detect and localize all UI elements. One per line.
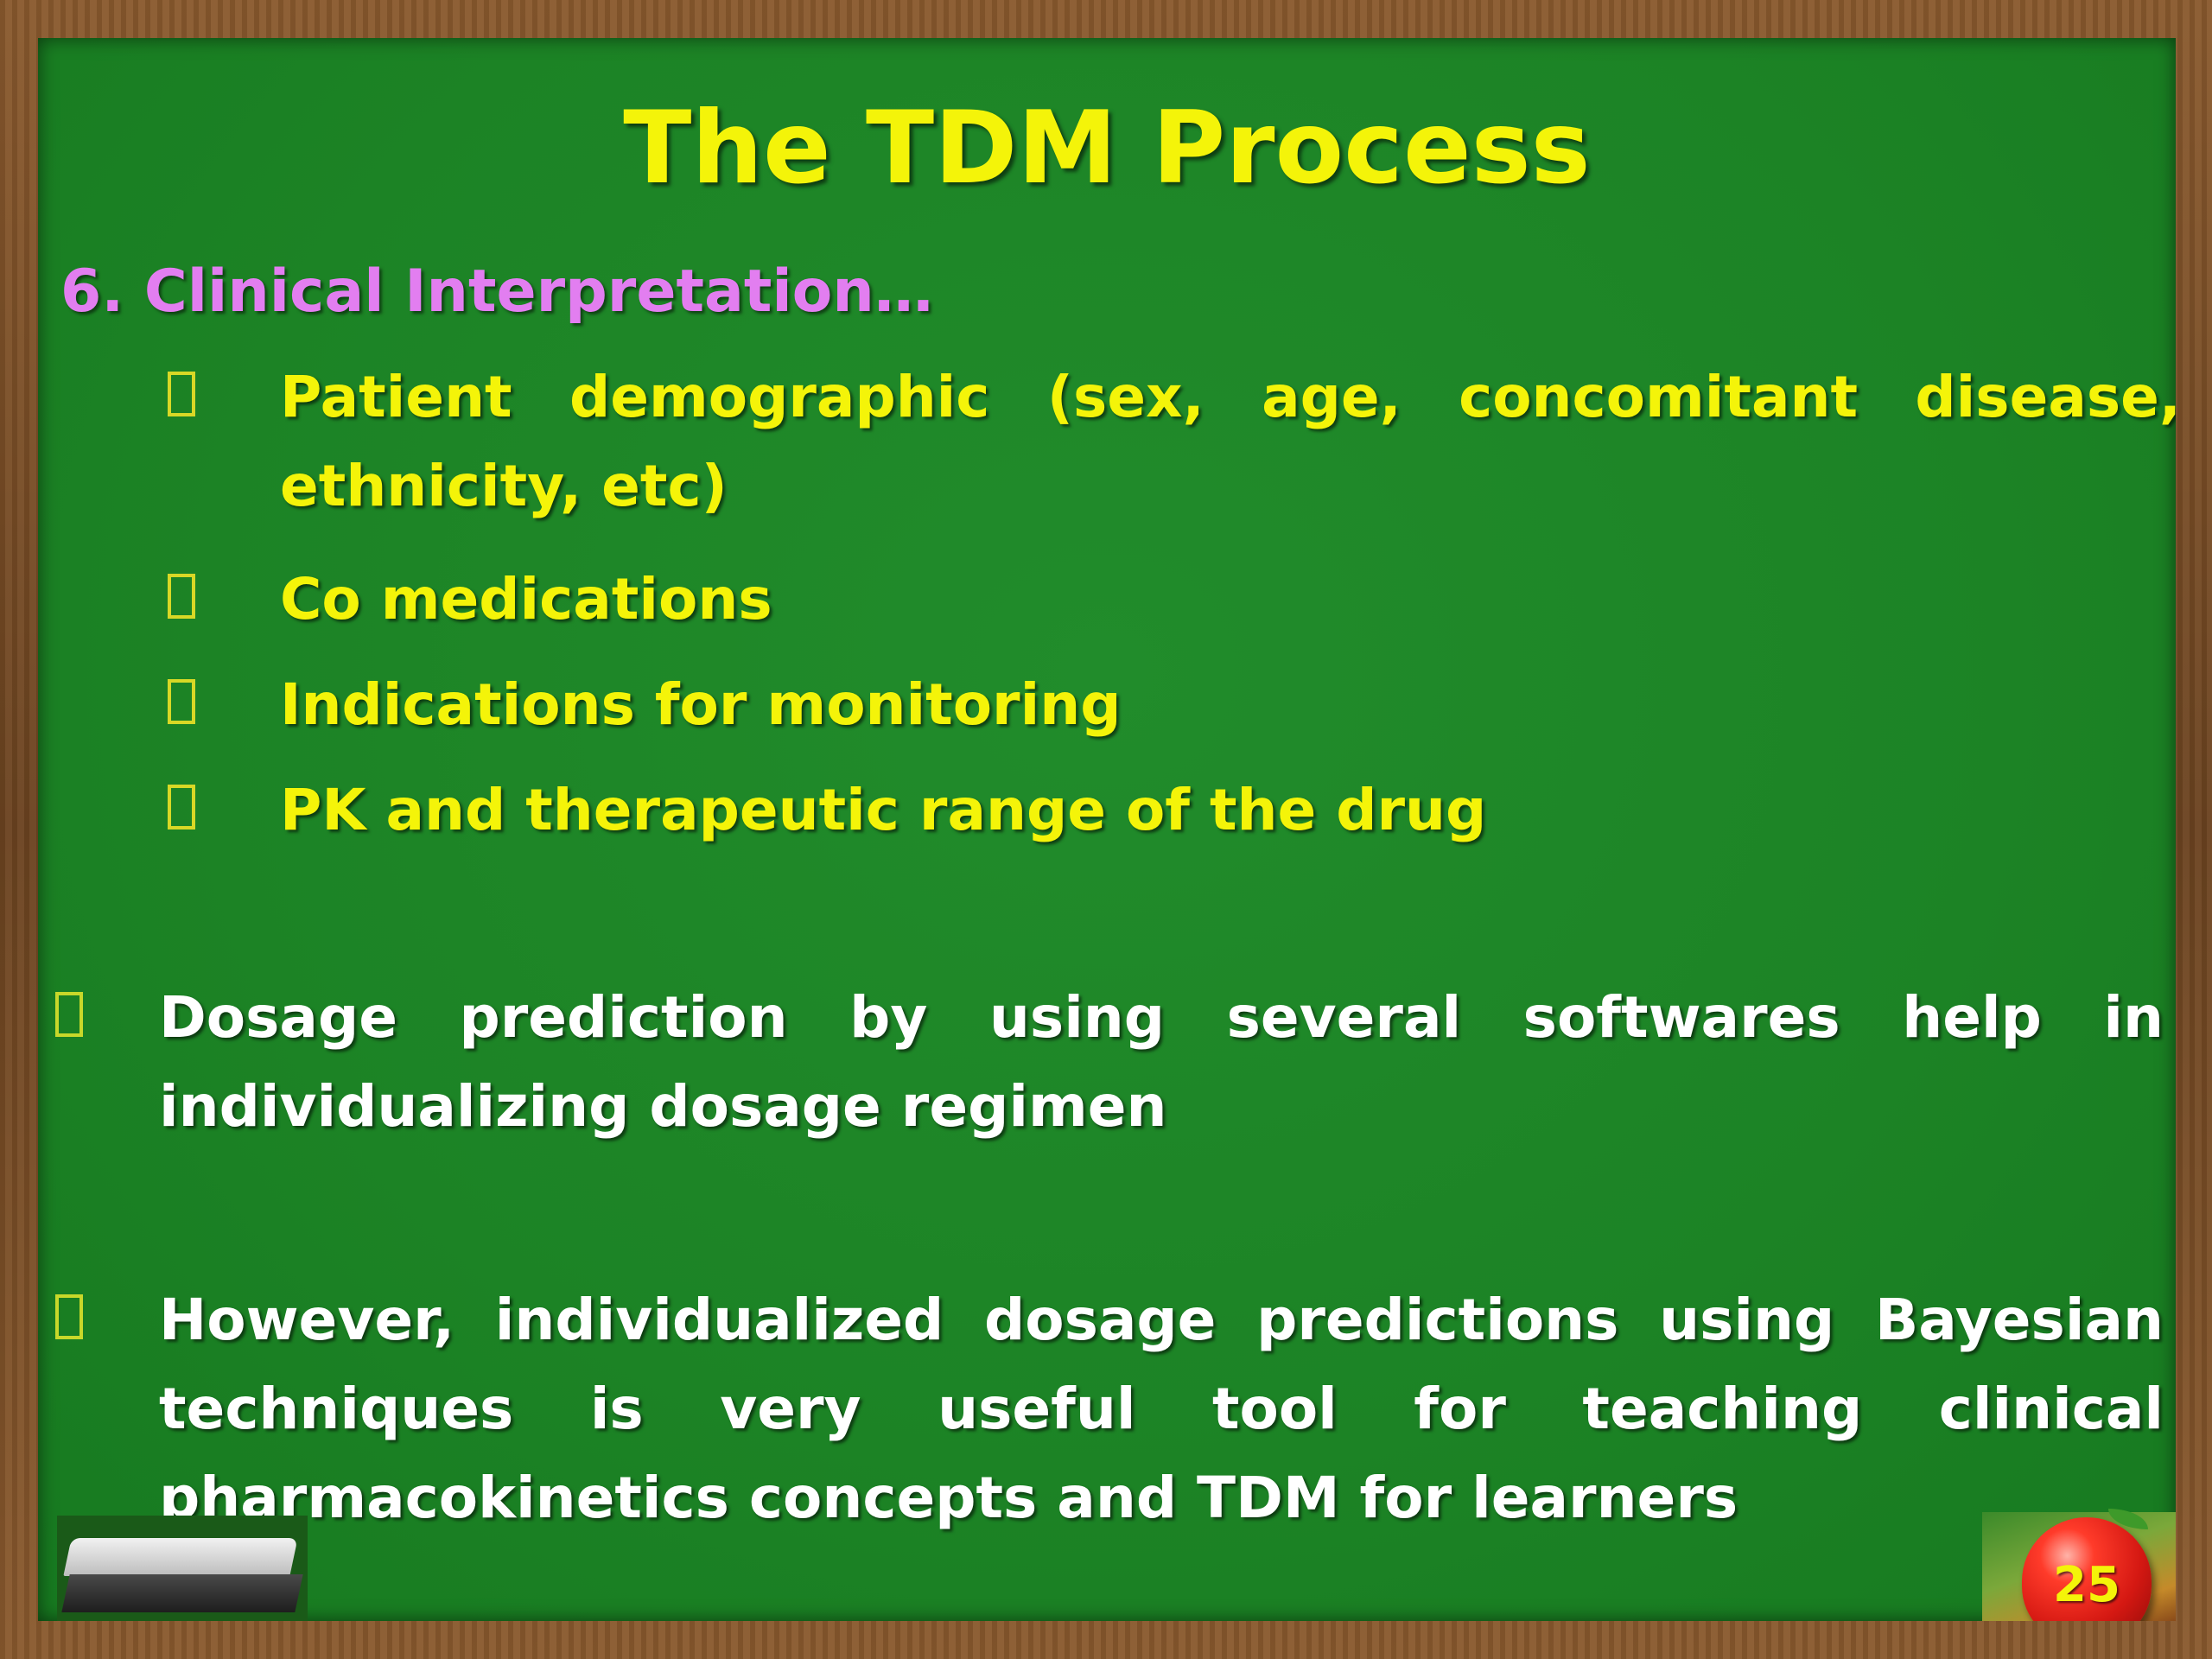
page-number: 25 [2053, 1557, 2120, 1613]
square-bullet-icon [168, 574, 195, 619]
slide-title: The TDM Process [623, 90, 1591, 207]
sub-item-text: Indications for monitoring [280, 671, 1122, 738]
chalkboard-eraser-icon [57, 1516, 308, 1621]
sub-item-indications: Indications for monitoring [168, 660, 2176, 749]
main-item-bayesian: However, individualized dosage predictio… [55, 1275, 2164, 1542]
square-bullet-icon [168, 679, 195, 724]
section-subheading: 6. Clinical Interpretation… [60, 257, 933, 326]
slide-board: The TDM Process 6. Clinical Interpretati… [38, 38, 2176, 1621]
apple-icon [2022, 1517, 2152, 1621]
sub-item-text: Patient demographic (sex, age, concomita… [280, 364, 2176, 519]
sub-item-text: Co medications [280, 566, 772, 632]
sub-item-pk-range: PK and therapeutic range of the drug [168, 766, 2176, 855]
sub-item-demographic: Patient demographic (sex, age, concomita… [168, 353, 2176, 531]
main-item-dosage-prediction: Dosage prediction by using several softw… [55, 973, 2164, 1151]
main-item-text: Dosage prediction by using several softw… [159, 984, 2164, 1140]
main-item-text: However, individualized dosage predictio… [159, 1287, 2164, 1531]
square-bullet-icon [55, 992, 83, 1037]
square-bullet-icon [168, 372, 195, 416]
square-bullet-icon [168, 785, 195, 830]
sub-item-text: PK and therapeutic range of the drug [280, 777, 1487, 843]
square-bullet-icon [55, 1294, 83, 1339]
sub-item-comedications: Co medications [168, 555, 2176, 644]
